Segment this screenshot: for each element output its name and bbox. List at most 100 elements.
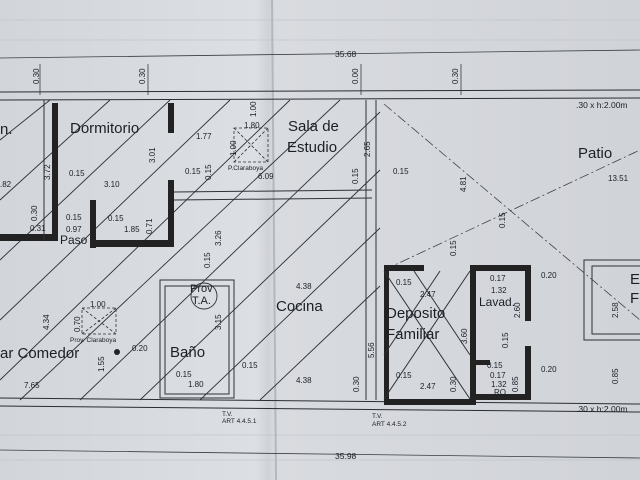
note-tv2-line1: T.V.: [372, 413, 383, 420]
dim-015l: 0.15: [501, 332, 510, 348]
dimension-labels: .82 3.72 0.15 3.10 3.01 1.77 1.00 1.80 1…: [0, 101, 629, 392]
dim-360: 3.60: [460, 328, 469, 344]
dim-071: 0.71: [145, 218, 154, 234]
dim-015m: 0.15: [487, 361, 503, 370]
bottom-total-label: 35.98: [335, 451, 357, 461]
dim-085b: 0.85: [611, 368, 620, 384]
dim-015c: 0.15: [204, 164, 213, 180]
drawing-notes: P.Claraboya Proy. Claraboya T.V. ART 4.4…: [70, 100, 628, 428]
room-deposito-line1: Deposito: [386, 305, 445, 322]
dim-132a: 1.32: [491, 286, 507, 295]
level-marker: [114, 349, 120, 355]
top-mark-2: 0.30: [138, 68, 147, 84]
dim-015e: 0.15: [393, 167, 409, 176]
dim-185: 1.85: [124, 225, 140, 234]
dim-015p: 0.15: [396, 371, 412, 380]
dim-020b: 0.20: [132, 344, 148, 353]
dim-100a: 1.00: [249, 101, 258, 117]
top-ticks: 0.30 0.30 0.00 0.30: [32, 64, 462, 95]
dim-438a: 4.38: [296, 282, 312, 291]
prov-line1: Prov: [190, 283, 213, 295]
top-total-label: 35.68: [335, 49, 357, 59]
dim-260: 2.60: [513, 302, 522, 318]
note-tv2-line2: ART 4.4.5.2: [372, 421, 407, 428]
note-claraboya-lower: Proy. Claraboya: [70, 337, 117, 344]
dim-438b: 4.38: [296, 376, 312, 385]
room-right-fragment-2: F: [630, 290, 639, 307]
dim-609: 6.09: [258, 172, 274, 181]
dim-100b: 1.00: [90, 300, 106, 309]
room-labels: Dormitorio Sala de Estudio Patio Cocina …: [0, 118, 640, 397]
dim-020a: 0.20: [541, 271, 557, 280]
page-fold: [271, 0, 277, 480]
room-ro: RO: [494, 388, 506, 397]
dim-015f: 0.15: [66, 213, 82, 222]
dim-180a: 1.80: [244, 121, 260, 130]
room-deposito-line2: Familiar: [386, 326, 439, 343]
dim-265: 2.65: [363, 141, 372, 157]
dim-015d: 0.15: [351, 168, 360, 184]
dim-015k: 0.15: [396, 278, 412, 287]
dim-155: 1.55: [97, 356, 106, 372]
skylight-lower: [81, 307, 117, 335]
dim-070: 0.70: [73, 316, 82, 332]
dim-015n: 0.15: [176, 370, 192, 379]
dim-015a: 0.15: [69, 169, 85, 178]
room-patio: Patio: [578, 145, 612, 162]
dim-015j: 0.15: [498, 212, 507, 228]
dim-301: 3.01: [148, 147, 157, 163]
room-sala-line1: Sala de: [288, 118, 339, 135]
dim-434: 4.34: [42, 314, 51, 330]
partitions: [43, 100, 640, 400]
dim-310: 3.10: [104, 180, 120, 189]
dim-132b: 1.32: [491, 380, 507, 389]
room-paso: Paso: [60, 233, 88, 247]
dim-017b: 0.17: [490, 371, 506, 380]
room-right-fragment-1: E: [630, 271, 640, 288]
dim-100-vertical: 1.00: [229, 140, 238, 156]
dim-097: 0.97: [66, 225, 82, 234]
skylight-upper: [233, 127, 269, 163]
dim-015o: 0.15: [242, 361, 258, 370]
background-grid: [0, 19, 640, 461]
dim-020c: 0.20: [541, 365, 557, 374]
prov-line2: T.A.: [192, 295, 211, 307]
top-mark-3: 0.00: [351, 68, 360, 84]
dim-085: 0.85: [511, 376, 520, 392]
dim-326: 3.26: [214, 230, 223, 246]
room-left-fragment: n.: [0, 121, 13, 138]
room-dormitorio: Dormitorio: [70, 120, 139, 137]
dim-082: .82: [0, 180, 12, 189]
dim-180b: 1.80: [188, 380, 204, 389]
dim-030c: 0.30: [449, 376, 458, 392]
top-mark-4: 0.30: [451, 68, 460, 84]
dim-015i: 0.15: [449, 240, 458, 256]
dim-015h: 0.15: [203, 252, 212, 268]
dim-556: 5.56: [367, 342, 376, 358]
interior-walls: [0, 103, 531, 405]
dim-765: 7.65: [24, 381, 40, 390]
patio-diagonals: [383, 103, 640, 321]
dim-030a: 0.30: [30, 205, 39, 221]
dim-177: 1.77: [196, 132, 212, 141]
room-cocina: Cocina: [276, 298, 323, 315]
room-bano: Baño: [170, 344, 205, 361]
note-wall-bottom: .30 x h:2.00m: [576, 404, 628, 414]
exterior-walls: [0, 89, 640, 413]
dim-017a: 0.17: [490, 274, 506, 283]
dim-031: 0.31: [30, 224, 46, 233]
dim-372: 3.72: [43, 164, 52, 180]
dim-015b: 0.15: [185, 167, 201, 176]
dim-247b: 2.47: [420, 382, 436, 391]
note-tv1-line2: ART 4.4.5.1: [222, 418, 257, 425]
dim-315: 3.15: [214, 314, 223, 330]
top-mark-1: 0.30: [32, 68, 41, 84]
room-sala-line2: Estudio: [287, 139, 337, 156]
note-tv1-line1: T.V.: [222, 411, 233, 418]
dim-1351: 13.51: [608, 174, 629, 183]
dim-030b: 0.30: [352, 376, 361, 392]
dim-481: 4.81: [459, 176, 468, 192]
bottom-dimension-line: 35.98: [0, 449, 640, 461]
